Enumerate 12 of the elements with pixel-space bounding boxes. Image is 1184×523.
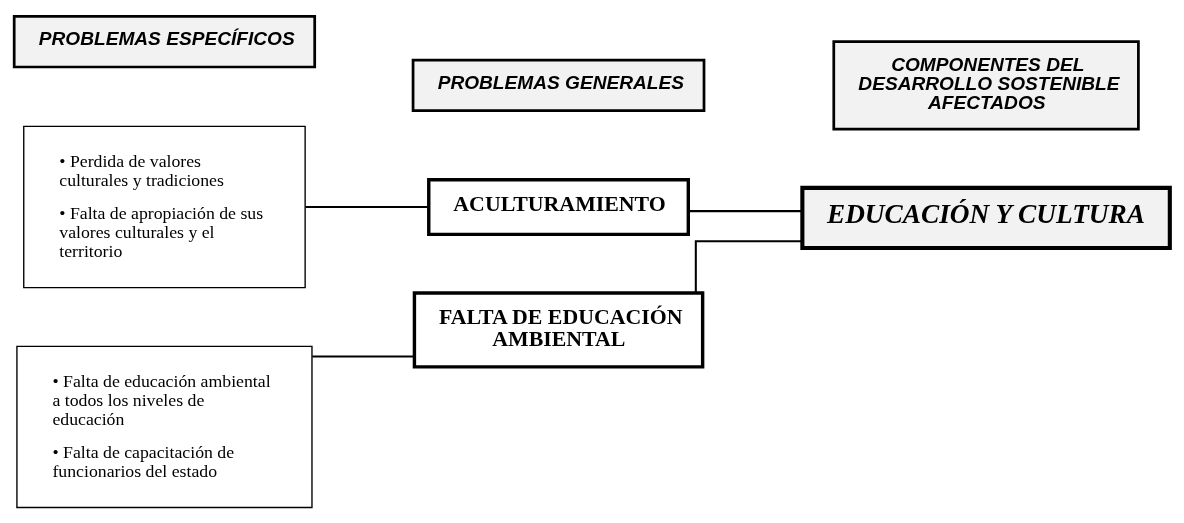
- connector: [305, 205, 429, 208]
- node-box: ACULTURAMIENTO: [427, 177, 690, 236]
- connector: [312, 355, 415, 358]
- node-box: COMPONENTES DEL DESARROLLO SOSTENIBLE AFECTADOS: [832, 39, 1140, 131]
- node-box: PROBLEMAS ESPECÍFICOS: [12, 14, 317, 68]
- node-box: • Perdida de valores culturales y tradiciones • Falta de apropiación de sus valores culturales y el territorio: [23, 125, 306, 288]
- connector: [694, 239, 803, 293]
- node-box: EDUCACIÓN Y CULTURA: [800, 185, 1172, 250]
- node-box: PROBLEMAS GENERALES: [411, 58, 706, 112]
- node-box: • Falta de educación ambiental a todos los niveles de educación • Falta de capacitación de funcionarios del estado: [16, 345, 313, 508]
- node-box: FALTA DE EDUCACIÓN AMBIENTAL: [412, 290, 705, 369]
- connector: [688, 209, 803, 212]
